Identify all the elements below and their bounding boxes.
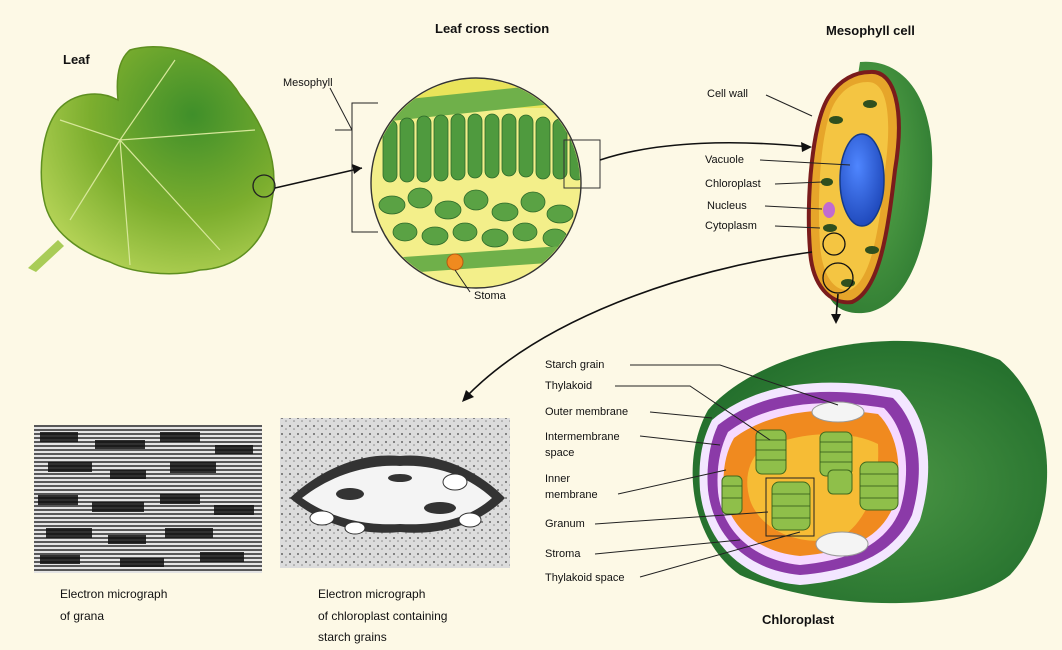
starch-caption-line2: of chloroplast containing	[318, 609, 447, 623]
stroma-chloroplast-label: Stroma	[545, 548, 581, 560]
mesophyll-cell-title: Mesophyll cell	[826, 23, 915, 38]
leaf-illustration	[28, 47, 275, 274]
nucleus-shape	[823, 202, 835, 218]
arrow-leaf-to-section	[275, 168, 362, 188]
outer-membrane-leader	[650, 412, 712, 418]
cell-wall-label: Cell wall	[707, 88, 748, 100]
stoma-label: Stoma	[474, 290, 507, 302]
mesophyll-bracket	[330, 88, 378, 232]
arrowhead-leaf-to-section	[352, 164, 362, 174]
outer-membrane-label: Outer membrane	[545, 406, 628, 418]
starch-grain-shape-2	[816, 532, 868, 556]
intermembrane-label-line2: space	[545, 447, 574, 459]
vacuole-label: Vacuole	[705, 154, 744, 166]
stoma-shape	[447, 254, 463, 270]
vacuole-shape	[840, 134, 884, 226]
starch-caption-line1: Electron micrograph	[318, 587, 425, 601]
leaf-stem	[28, 240, 64, 272]
grana-caption-line2: of grana	[60, 609, 104, 623]
leaf-blade	[41, 47, 274, 274]
mesophyll-cell	[809, 62, 932, 313]
leaf-title: Leaf	[63, 52, 90, 67]
inner-membrane-label-line1: Inner	[545, 473, 570, 485]
intermembrane-label-line1: Intermembrane	[545, 431, 620, 443]
starch-micrograph	[280, 418, 510, 568]
chloroplast-illustration	[693, 341, 1047, 603]
cell-wall-leader	[766, 95, 812, 116]
cross-section-circle	[370, 78, 586, 288]
chloroplast-title: Chloroplast	[762, 612, 835, 627]
granum-label: Granum	[545, 518, 585, 530]
inner-membrane-label-line2: membrane	[545, 489, 598, 501]
thylakoid-label: Thylakoid	[545, 380, 592, 392]
cross-section-title: Leaf cross section	[435, 21, 549, 36]
grana-micrograph	[34, 425, 262, 573]
chloroplast-cell-label: Chloroplast	[705, 178, 761, 190]
nucleus-label: Nucleus	[707, 200, 747, 212]
cytoplasm-label: Cytoplasm	[705, 220, 757, 232]
grana-caption-line1: Electron micrograph	[60, 587, 167, 601]
starch-caption-line3: starch grains	[318, 630, 387, 644]
thylakoid-space-label: Thylakoid space	[545, 572, 625, 584]
arrowhead-cell-to-chloroplast	[831, 314, 841, 324]
arrowhead-section-to-cell	[801, 142, 812, 152]
mesophyll-label: Mesophyll	[283, 77, 333, 89]
starch-grain-label: Starch grain	[545, 359, 604, 371]
